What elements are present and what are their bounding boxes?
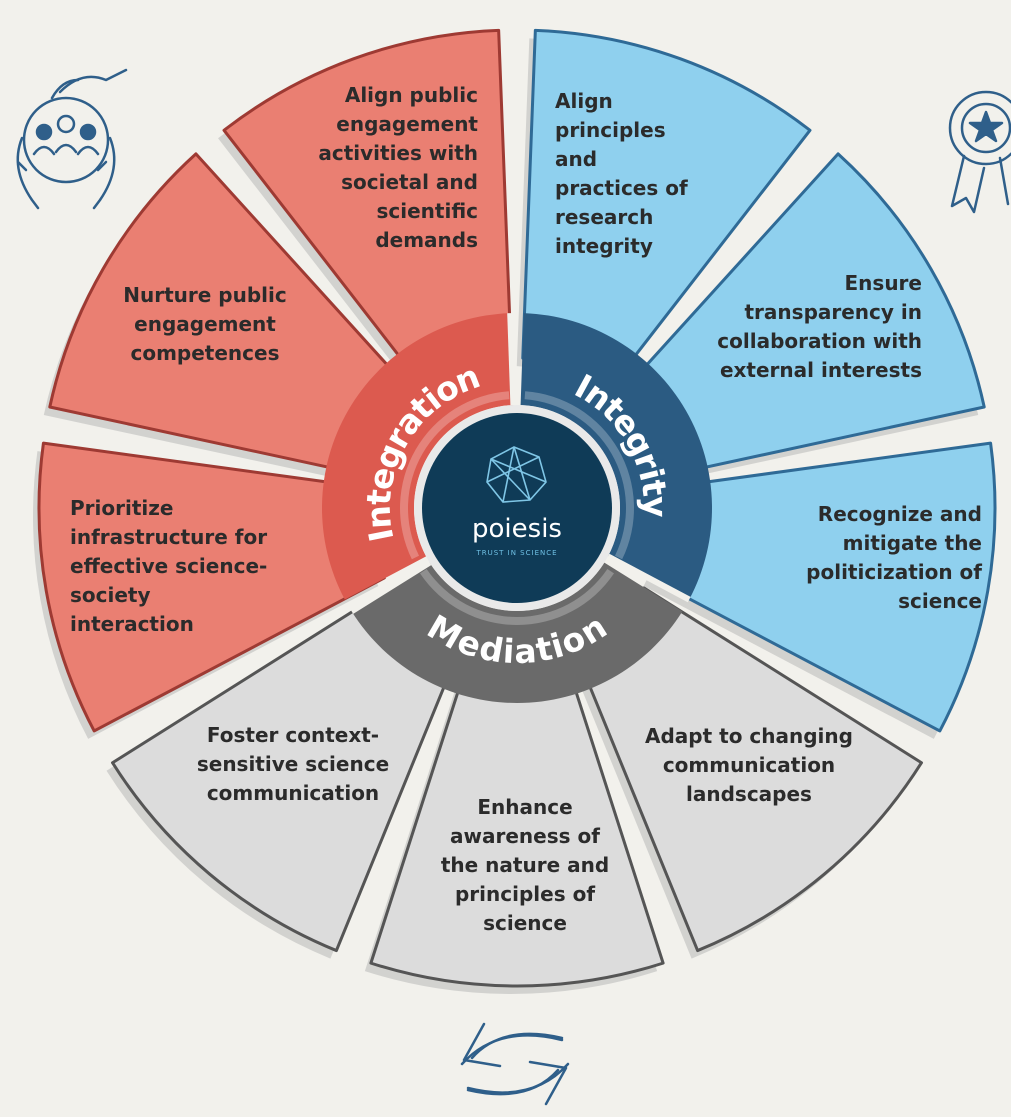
segment-4: Align principles and practices of research in… bbox=[516, 28, 812, 398]
poiesis-logo-icon bbox=[486, 446, 547, 503]
segment-label: Align principles and practices of research in… bbox=[555, 89, 688, 258]
segment-label: Recognize and mitigate the politicization … bbox=[806, 502, 982, 613]
segment-label-line: societal and bbox=[341, 170, 478, 194]
segment-label: Prioritize infrastructure for effective sc… bbox=[70, 496, 267, 636]
exchange-arrows-icon bbox=[460, 1022, 570, 1106]
segment-label-line: Ensure bbox=[845, 271, 922, 295]
segment-9: Foster context-sensitive science communic… bbox=[106, 586, 462, 959]
segment-label-line: Foster context- bbox=[207, 723, 379, 747]
segment-label-line: demands bbox=[375, 228, 478, 252]
band-divider bbox=[507, 313, 517, 406]
segment-label: Align public engagement activities with soc… bbox=[318, 83, 478, 252]
logo-name: poiesis bbox=[472, 514, 562, 544]
segment-label-line: practices of bbox=[555, 176, 688, 200]
segment-label-line: sensitive science bbox=[197, 752, 389, 776]
segment-label-line: and bbox=[555, 147, 597, 171]
community-hands-icon bbox=[16, 68, 128, 210]
segment-label-line: society bbox=[70, 583, 151, 607]
segment-label-line: Align public bbox=[345, 83, 478, 107]
center-hub: poiesis TRUST IN SCIENCE bbox=[414, 405, 620, 611]
segment-label-line: communication bbox=[663, 753, 835, 777]
pillar-band-highlight bbox=[420, 568, 614, 625]
segment-label-line: principles bbox=[555, 118, 666, 142]
pillar-band-highlight bbox=[524, 391, 634, 560]
segment-label-line: scientific bbox=[376, 199, 478, 223]
logo-tagline: TRUST IN SCIENCE bbox=[475, 549, 557, 557]
pillar-band-highlight bbox=[399, 391, 510, 560]
segment-label-line: activities with bbox=[318, 141, 478, 165]
segment-1: Align public engagement activities with soc… bbox=[218, 28, 513, 398]
segment-label-line: Enhance bbox=[477, 795, 572, 819]
segment-label-line: research bbox=[555, 205, 653, 229]
band-divider bbox=[606, 553, 691, 603]
hub-disc bbox=[422, 413, 612, 603]
segments-layer: Align public engagement activities with soc… bbox=[32, 28, 997, 994]
award-ribbon-icon bbox=[948, 90, 1011, 214]
segment-label: Nurture public engagement competences bbox=[123, 283, 286, 365]
segment-label-line: competences bbox=[130, 341, 279, 365]
pillar-band bbox=[351, 562, 683, 703]
segment-label-line: infrastructure for bbox=[70, 525, 267, 549]
segment-label-line: integrity bbox=[555, 234, 653, 258]
segment-2: Nurture public engagement competences bbox=[43, 152, 418, 485]
segment-label: Foster context-sensitive science communic… bbox=[197, 723, 389, 805]
segment-label-line: science bbox=[898, 589, 982, 613]
pillar-band bbox=[520, 313, 713, 600]
segment-label: Ensure transparency in collaboration with e… bbox=[717, 271, 922, 382]
segment-label-line: landscapes bbox=[686, 782, 812, 806]
segment-8: Enhance awareness of the nature and princip… bbox=[364, 649, 665, 994]
segment-label-line: transparency in bbox=[745, 300, 923, 324]
segment-label-line: effective science- bbox=[70, 554, 267, 578]
pillar-band bbox=[321, 313, 514, 600]
segment-label-line: interaction bbox=[70, 612, 194, 636]
pillar-band-mediation: Mediation bbox=[351, 562, 683, 703]
segment-label: Enhance awareness of the nature and princip… bbox=[441, 795, 609, 935]
segment-label-line: principles of bbox=[455, 882, 595, 906]
segment-label-line: Recognize and bbox=[818, 502, 982, 526]
segment-label-line: Align bbox=[555, 89, 613, 113]
segment-6: Recognize and mitigate the politicization … bbox=[643, 441, 997, 739]
segment-label-line: awareness of bbox=[450, 824, 600, 848]
segment-label-line: Nurture public bbox=[123, 283, 286, 307]
segment-label-line: Adapt to changing bbox=[645, 724, 853, 748]
segment-label-line: engagement bbox=[134, 312, 276, 336]
segment-5: Ensure transparency in collaboration with e… bbox=[611, 152, 986, 485]
segment-label-line: collaboration with bbox=[717, 329, 922, 353]
segment-label-line: science bbox=[483, 911, 567, 935]
segment-label-line: external interests bbox=[720, 358, 922, 382]
segment-label-line: the nature and bbox=[441, 853, 609, 877]
segment-label-line: mitigate the bbox=[843, 531, 982, 555]
segment-label-line: engagement bbox=[336, 112, 478, 136]
band-divider bbox=[350, 560, 432, 614]
segment-label-line: communication bbox=[207, 781, 379, 805]
segment-label-line: Prioritize bbox=[70, 496, 173, 520]
segment-label-line: politicization of bbox=[806, 560, 982, 584]
segment-label: Adapt to changing communication landscapes bbox=[645, 724, 853, 806]
